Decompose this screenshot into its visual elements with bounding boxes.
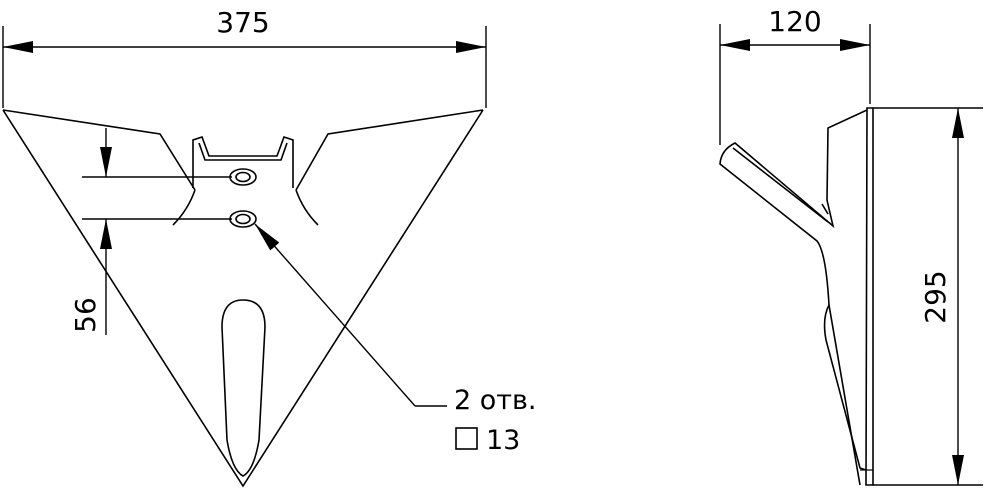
hole-count-label: 2 отв. bbox=[454, 385, 537, 416]
mount-hole-lower bbox=[229, 210, 257, 228]
height-dimension-label: 295 bbox=[919, 270, 952, 323]
hole-callout-leader bbox=[254, 223, 447, 407]
side-view bbox=[719, 107, 874, 486]
front-view bbox=[2, 109, 484, 488]
side-shank-inner bbox=[732, 147, 829, 223]
side-shank-profile bbox=[719, 109, 868, 486]
square-hole-symbol bbox=[455, 427, 478, 450]
hole-spacing-label: 56 bbox=[69, 297, 102, 333]
width-dimension-label: 375 bbox=[216, 6, 269, 39]
center-rib bbox=[221, 299, 266, 477]
width-dimension bbox=[2, 26, 487, 108]
blade-outline bbox=[2, 109, 484, 488]
hole-spacing-dimension bbox=[82, 128, 232, 335]
shank-top bbox=[192, 135, 294, 188]
depth-dimension-label: 120 bbox=[768, 5, 821, 38]
shank-right-curve bbox=[295, 189, 319, 226]
shank-left-curve bbox=[172, 189, 196, 226]
side-blade-profile bbox=[823, 304, 867, 471]
depth-dimension bbox=[719, 24, 871, 145]
height-dimension bbox=[873, 107, 983, 486]
mount-hole-upper bbox=[229, 168, 257, 186]
side-back-plate bbox=[865, 107, 874, 486]
shank-top-inner bbox=[198, 142, 288, 161]
hole-size-label: 13 bbox=[486, 425, 520, 456]
